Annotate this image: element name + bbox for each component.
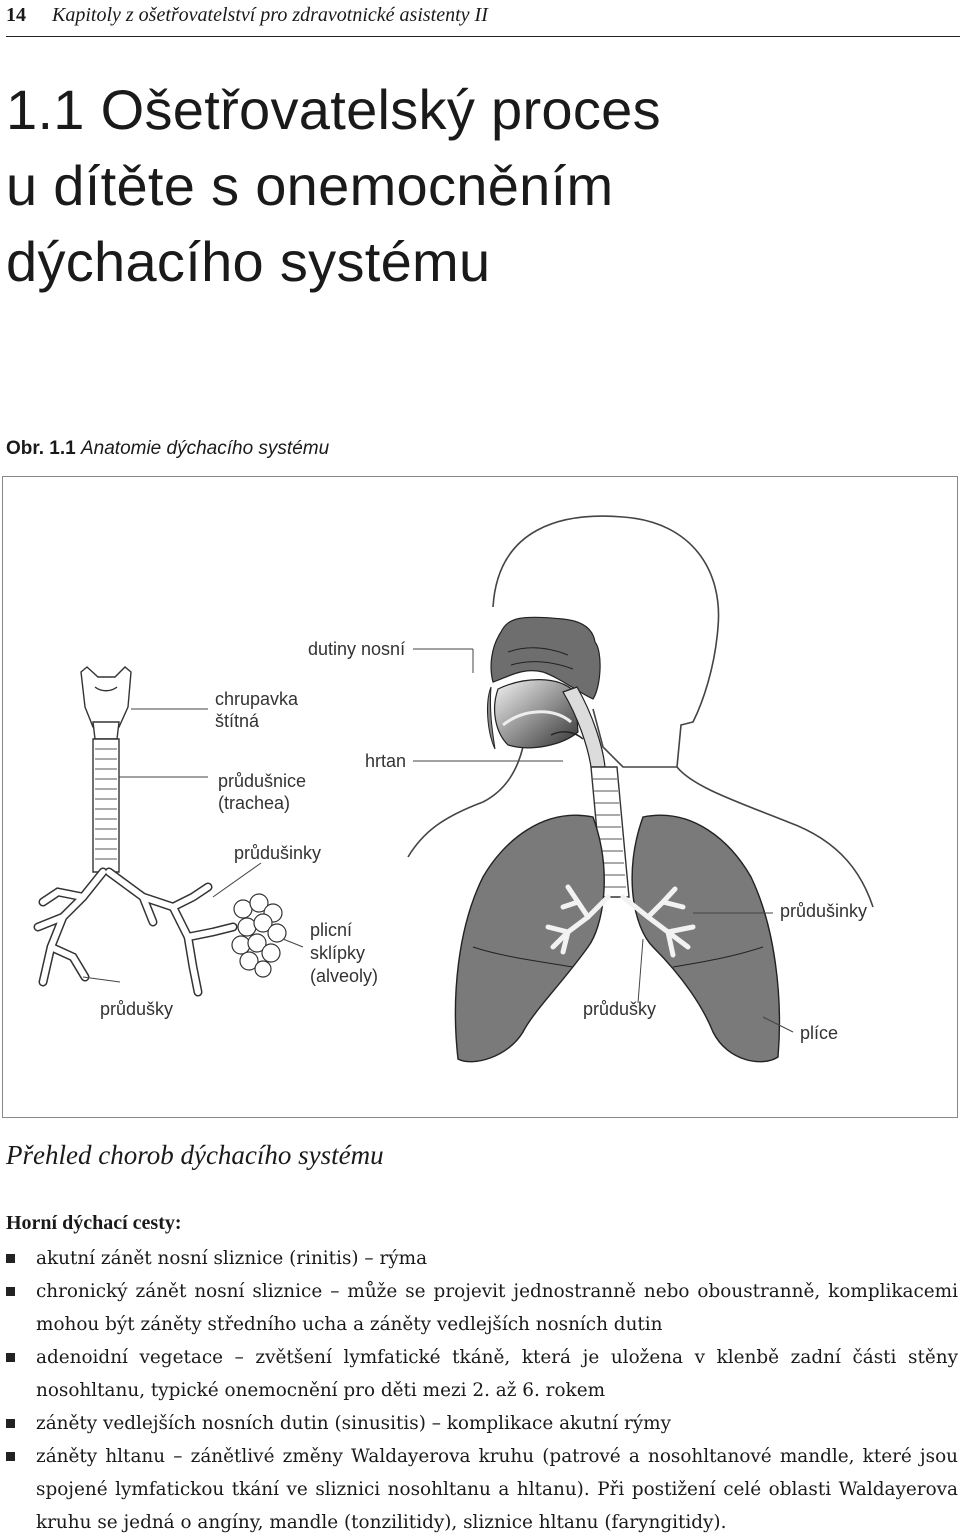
label-bronchi-right: průdušky: [583, 999, 656, 1019]
running-title: Kapitoly z ošetřovatelství pro zdravotni…: [52, 4, 488, 26]
list-item-text: adenoidní vegetace – zvětšení lymfatické…: [36, 1347, 958, 1401]
figure-caption: Obr. 1.1 Anatomie dýchacího systému: [6, 438, 329, 460]
label-alveoli-line2: sklípky: [310, 943, 365, 963]
label-thyroid-cartilage-line2: štítná: [215, 711, 260, 731]
body-silhouette: [407, 515, 874, 908]
list-item-text: záněty hltanu – zánětlivé změny Waldayer…: [36, 1446, 958, 1533]
section-heading: Přehled chorob dýchacího systému: [6, 1140, 384, 1170]
figure-caption-text: Anatomie dýchacího systému: [80, 438, 330, 459]
list-item: akutní zánět nosní sliznice (rinitis) – …: [6, 1242, 958, 1275]
chapter-title-line: 1.1 Ošetřovatelský proces: [6, 78, 661, 141]
square-bullet-icon: [6, 1452, 15, 1461]
figure-caption-label: Obr. 1.1: [6, 438, 76, 459]
page-number: 14: [6, 4, 26, 26]
trachea-diagram: [92, 738, 120, 873]
label-lungs: plíce: [800, 1023, 838, 1043]
label-trachea-line1: průdušnice: [218, 771, 306, 791]
larynx-epiglottis: [550, 731, 584, 740]
respiratory-anatomy-illustration: dutiny nosní chrupavka štítná průdušnice…: [33, 515, 874, 1063]
label-nasal-cavities: dutiny nosní: [308, 639, 405, 659]
list-item-text: záněty vedlejších nosních dutin (sinusit…: [36, 1413, 672, 1434]
label-leader-lines: [82, 648, 794, 1033]
nasal-cavity: [490, 616, 601, 700]
label-larynx: hrtan: [365, 751, 406, 771]
nasal-turbinate: [510, 661, 574, 670]
lung-fissure: [472, 946, 574, 968]
right-lung: [454, 814, 605, 1063]
alveoli-cluster: [231, 893, 287, 978]
list-item: adenoidní vegetace – zvětšení lymfatické…: [6, 1341, 958, 1407]
list-item: chronický zánět nosní sliznice – může se…: [6, 1275, 958, 1341]
label-bronchioles-left: průdušinky: [234, 843, 321, 863]
page-header: 14 Kapitoly z ošetřovatelství pro zdravo…: [6, 4, 960, 37]
lips: [487, 686, 496, 750]
label-bronchi-left: průdušky: [100, 999, 173, 1019]
bronchial-tree-diagram: [33, 867, 238, 997]
label-bronchioles-right: průdušinky: [780, 901, 867, 921]
larynx-cartilage: [80, 666, 132, 740]
disease-list: akutní zánět nosní sliznice (rinitis) – …: [6, 1242, 958, 1539]
label-alveoli-line1: plicní: [310, 920, 352, 940]
square-bullet-icon: [6, 1254, 15, 1263]
list-item: záněty vedlejších nosních dutin (sinusit…: [6, 1407, 958, 1440]
square-bullet-icon: [6, 1419, 15, 1428]
label-alveoli-line3: (alveoly): [310, 966, 378, 986]
body-bronchial-tree: [545, 884, 696, 958]
label-trachea-line2: (trachea): [218, 793, 290, 813]
square-bullet-icon: [6, 1287, 15, 1296]
subheading-upper-airways: Horní dýchací cesty:: [6, 1212, 182, 1234]
list-item: záněty hltanu – zánětlivé změny Waldayer…: [6, 1440, 958, 1539]
left-lung: [631, 814, 781, 1063]
chapter-title-line: u dítěte s onemocněním: [6, 154, 614, 217]
chapter-title-line: dýchacího systému: [6, 230, 491, 293]
lung-fissure: [672, 946, 764, 968]
square-bullet-icon: [6, 1353, 15, 1362]
list-item-text: akutní zánět nosní sliznice (rinitis) – …: [36, 1248, 428, 1269]
list-item-text: chronický zánět nosní sliznice – může se…: [36, 1281, 958, 1335]
label-thyroid-cartilage-line1: chrupavka: [215, 689, 299, 709]
tongue: [502, 710, 572, 727]
nasal-turbinate: [507, 647, 569, 656]
anatomy-figure: dutiny nosní chrupavka štítná průdušnice…: [2, 476, 958, 1118]
chapter-title: 1.1 Ošetřovatelský proces u dítěte s one…: [6, 72, 661, 300]
oral-cavity: [494, 679, 579, 749]
